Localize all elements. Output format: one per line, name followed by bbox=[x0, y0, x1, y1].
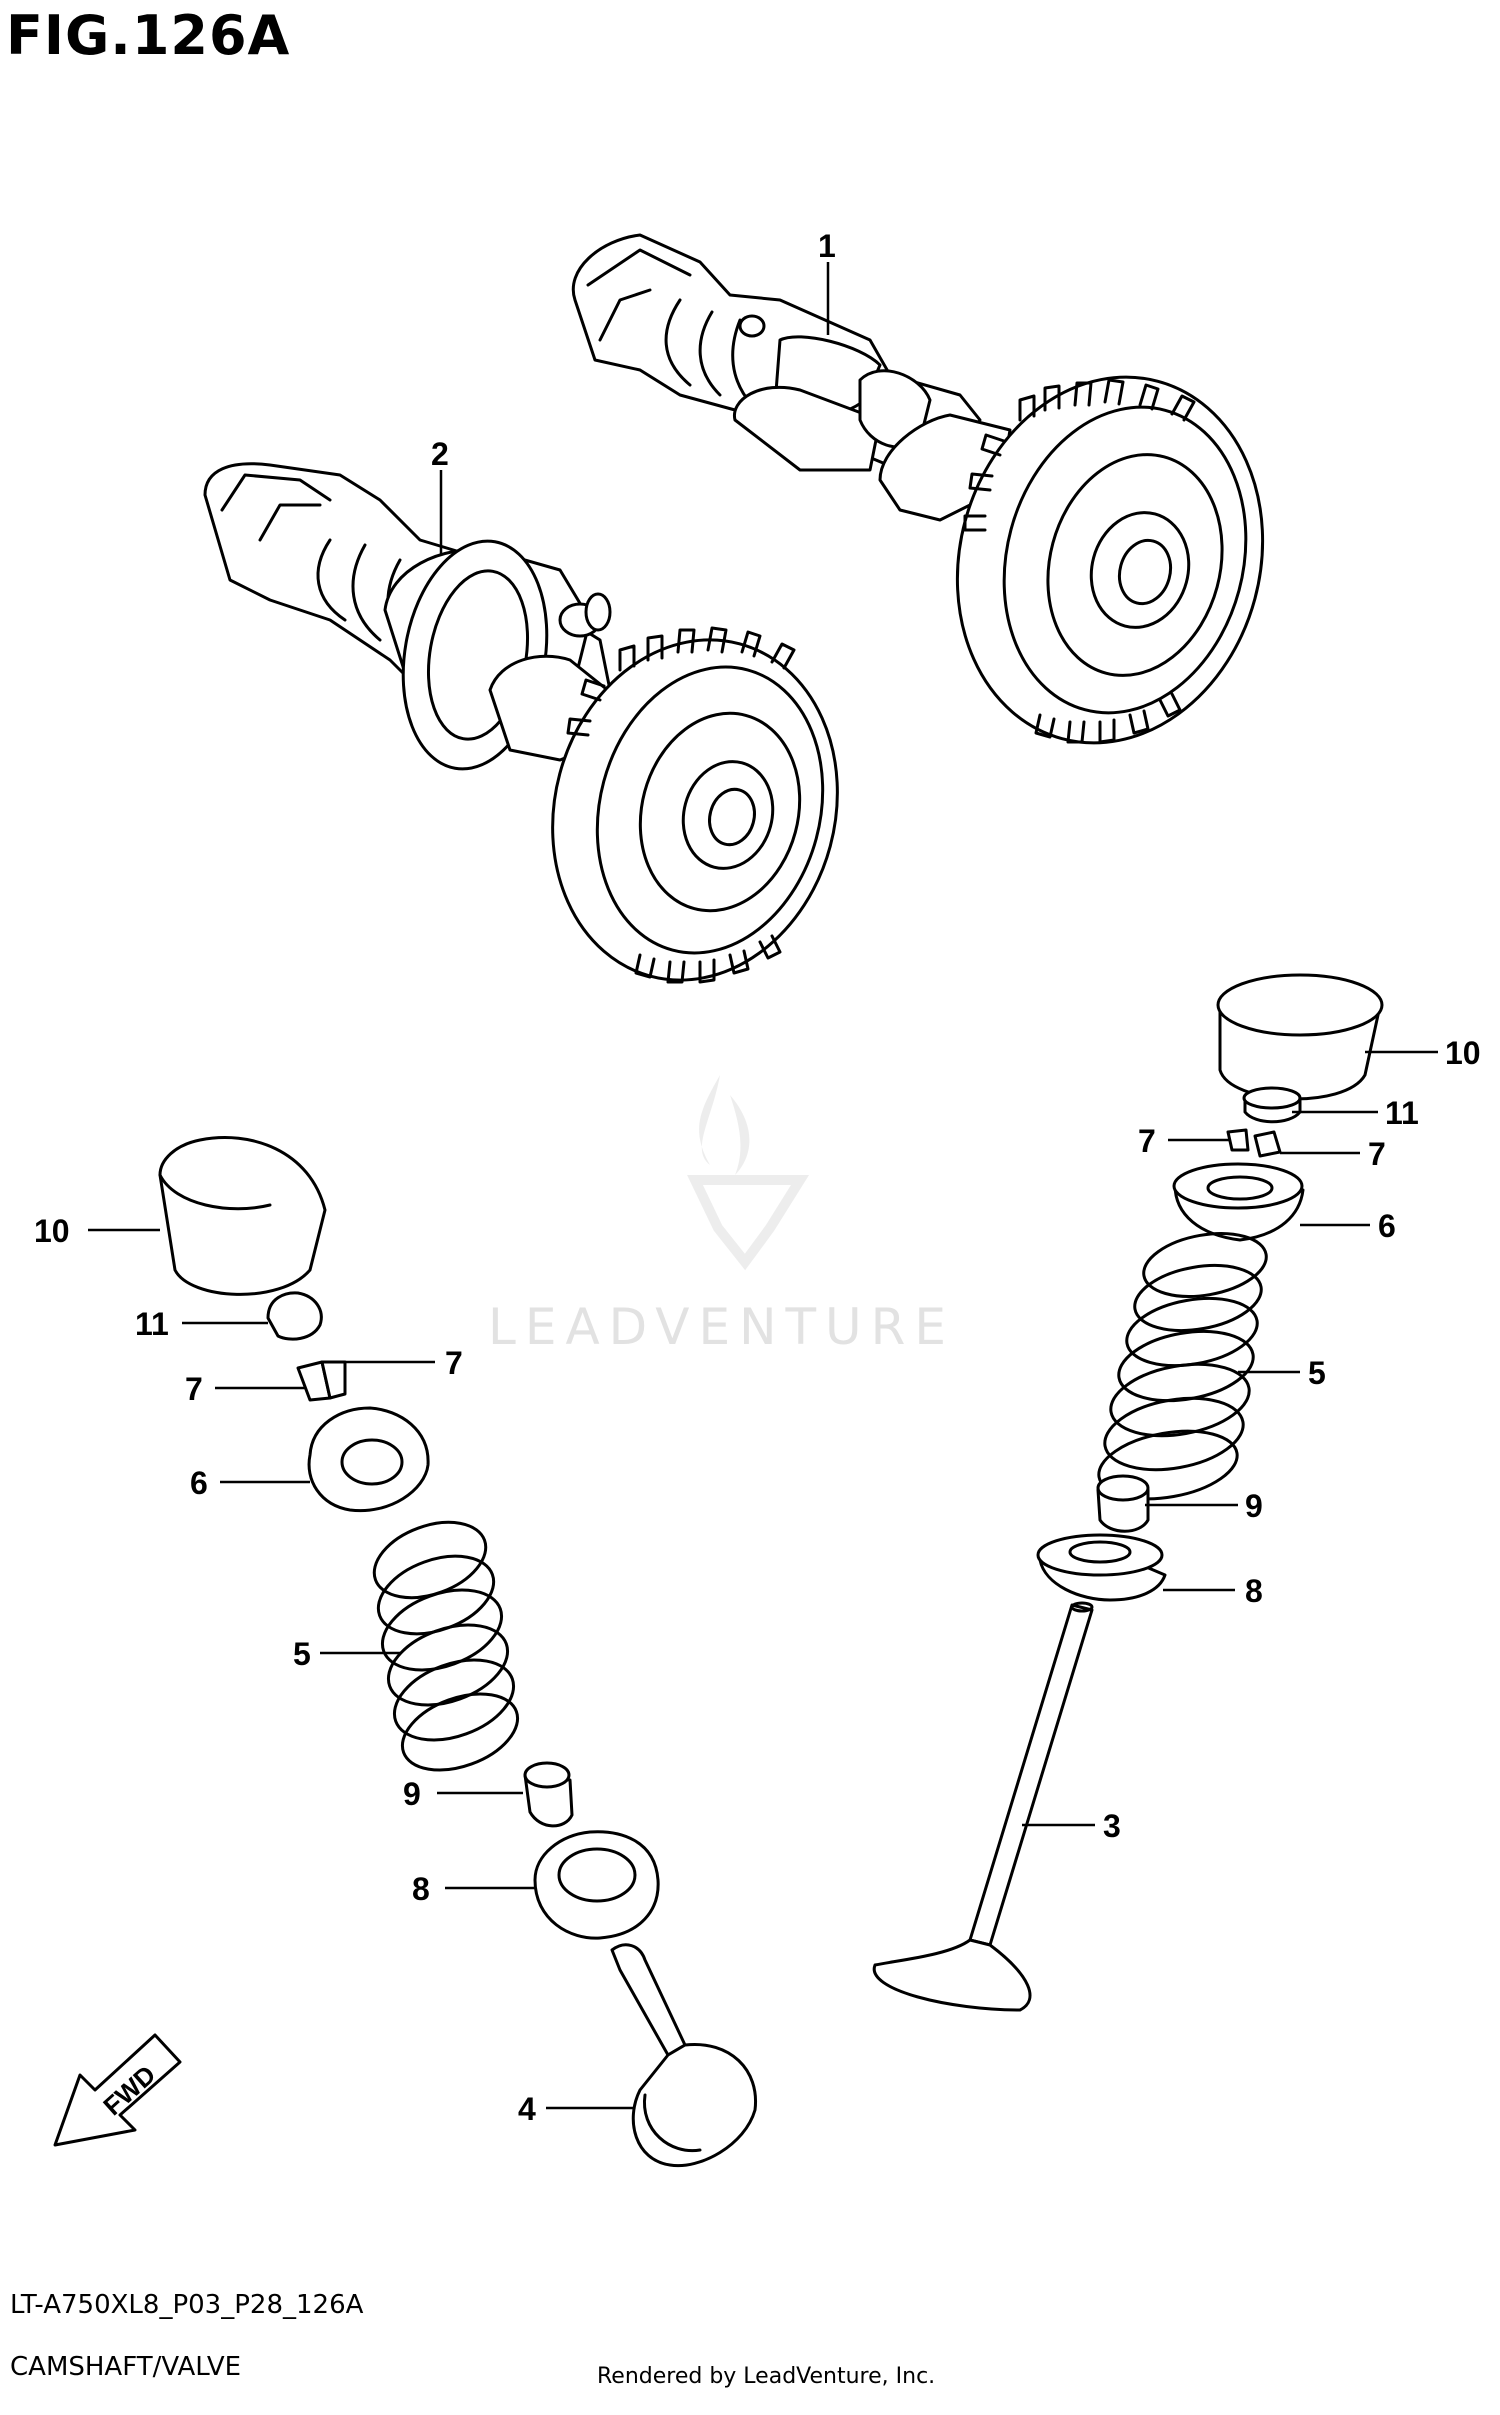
tappet-10-left[interactable] bbox=[158, 1136, 327, 1296]
retainer-6-right[interactable] bbox=[1172, 1162, 1305, 1242]
fwd-arrow: FWD bbox=[53, 2033, 182, 2147]
figure-title: FIG.126A bbox=[6, 4, 291, 67]
callout-9-right: 9 bbox=[1245, 1488, 1263, 1524]
callout-1: 1 bbox=[818, 228, 836, 264]
tappet-10-right[interactable] bbox=[1216, 973, 1384, 1101]
leader-lines bbox=[88, 262, 1438, 2110]
callout-4: 4 bbox=[518, 2091, 536, 2127]
callout-2: 2 bbox=[431, 436, 449, 472]
seal-9-left[interactable] bbox=[523, 1761, 574, 1828]
seat-8-left[interactable] bbox=[533, 1830, 660, 1940]
callouts: 1 2 10 11 7 7 6 5 9 8 3 10 11 7 7 6 5 9 … bbox=[34, 228, 1481, 2127]
callout-6-right: 6 bbox=[1378, 1208, 1396, 1244]
retainer-6-left[interactable] bbox=[307, 1406, 430, 1513]
callout-7-left-a: 7 bbox=[185, 1371, 203, 1407]
figure-code: LT-A750XL8_P03_P28_126A bbox=[10, 2290, 364, 2320]
cotter-7-right-b[interactable] bbox=[1253, 1130, 1282, 1158]
callout-5-left: 5 bbox=[293, 1636, 311, 1672]
seal-9-right[interactable] bbox=[1096, 1474, 1150, 1533]
callout-10-left: 10 bbox=[34, 1213, 70, 1249]
callout-7-left-b: 7 bbox=[445, 1345, 463, 1381]
callout-8-right: 8 bbox=[1245, 1573, 1263, 1609]
callout-7-right-b: 7 bbox=[1368, 1136, 1386, 1172]
callout-3: 3 bbox=[1103, 1808, 1121, 1844]
cotter-7-right-a[interactable] bbox=[1226, 1128, 1250, 1152]
seat-8-right[interactable] bbox=[1036, 1533, 1167, 1602]
shim-11-right[interactable] bbox=[1242, 1086, 1302, 1124]
camshaft-1[interactable] bbox=[571, 233, 1302, 778]
camshaft-2[interactable] bbox=[203, 462, 875, 1013]
valve-3-exhaust[interactable] bbox=[872, 1601, 1094, 2012]
callout-8-left: 8 bbox=[412, 1871, 430, 1907]
callout-11-left: 11 bbox=[135, 1306, 169, 1342]
shim-11-left[interactable] bbox=[266, 1291, 323, 1341]
watermark-logo bbox=[687, 1075, 810, 1271]
callout-11-right: 11 bbox=[1385, 1095, 1419, 1131]
callout-10-right: 10 bbox=[1445, 1035, 1481, 1071]
rendered-by: Rendered by LeadVenture, Inc. bbox=[597, 2364, 936, 2389]
spring-5-left[interactable] bbox=[364, 1508, 528, 1784]
callout-7-right-a: 7 bbox=[1138, 1123, 1156, 1159]
figure-name: CAMSHAFT/VALVE bbox=[10, 2352, 242, 2382]
watermark-text: LEADVENTURE bbox=[488, 1298, 955, 1356]
callout-9-left: 9 bbox=[403, 1776, 421, 1812]
cotter-7-left-b[interactable] bbox=[320, 1360, 347, 1400]
spring-5-right[interactable] bbox=[1094, 1225, 1272, 1509]
callout-5-right: 5 bbox=[1308, 1355, 1326, 1391]
valve-4-intake[interactable] bbox=[610, 1943, 758, 2168]
callout-6-left: 6 bbox=[190, 1465, 208, 1501]
